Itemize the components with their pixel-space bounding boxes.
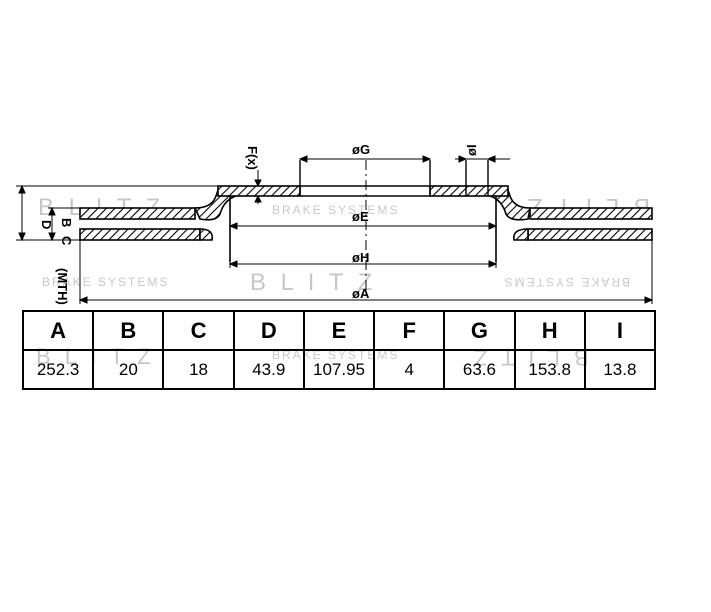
header-cell: E	[302, 310, 376, 351]
dimension-label-group: øG øI øE øH øA D B C (MTH) F(x)	[39, 142, 479, 305]
header-cell: G	[443, 310, 516, 351]
value-cell: 252.3	[21, 349, 95, 390]
watermark-brand-mid: B L I T Z	[250, 269, 376, 296]
label-e: øE	[352, 209, 369, 224]
value-cell: 43.9	[232, 349, 305, 390]
disc-section-right	[429, 185, 653, 262]
label-g: øG	[352, 142, 370, 157]
header-cell: B	[92, 310, 165, 351]
header-cell: I	[583, 310, 657, 351]
label-d: D	[39, 220, 54, 229]
label-i: øI	[464, 144, 479, 156]
header-cell: F	[373, 310, 446, 351]
spec-value-row: 252.3 20 18 43.9 107.95 4 63.6 153.8 13.…	[21, 349, 657, 390]
header-cell: C	[162, 310, 235, 351]
header-cell: A	[21, 310, 95, 351]
dimension-lines	[16, 155, 654, 304]
value-cell: 153.8	[513, 349, 586, 390]
label-b: B	[59, 218, 74, 227]
label-c: C	[59, 236, 74, 246]
spec-header-row: A B C D E F G H I	[21, 310, 657, 351]
value-cell: 18	[162, 349, 235, 390]
watermark-subtitle-right: BRAKE SYSTEMS	[503, 275, 630, 289]
label-h: øH	[352, 250, 369, 265]
value-cell: 63.6	[443, 349, 516, 390]
hub-face	[299, 160, 489, 197]
spec-table: A B C D E F G H I 252.3 20 18 43.9 107.9…	[21, 310, 657, 390]
label-a: øA	[352, 286, 370, 301]
label-min-thickness: (MTH)	[55, 268, 70, 305]
watermark-subtitle-left: BRAKE SYSTEMS	[42, 275, 169, 289]
value-cell: 107.95	[302, 349, 376, 390]
label-fx: F(x)	[245, 146, 260, 170]
value-cell: 13.8	[583, 349, 657, 390]
watermark-subtitle-top: BRAKE SYSTEMS	[272, 203, 399, 217]
header-cell: D	[232, 310, 305, 351]
value-cell: 20	[92, 349, 165, 390]
header-cell: H	[513, 310, 586, 351]
value-cell: 4	[373, 349, 446, 390]
